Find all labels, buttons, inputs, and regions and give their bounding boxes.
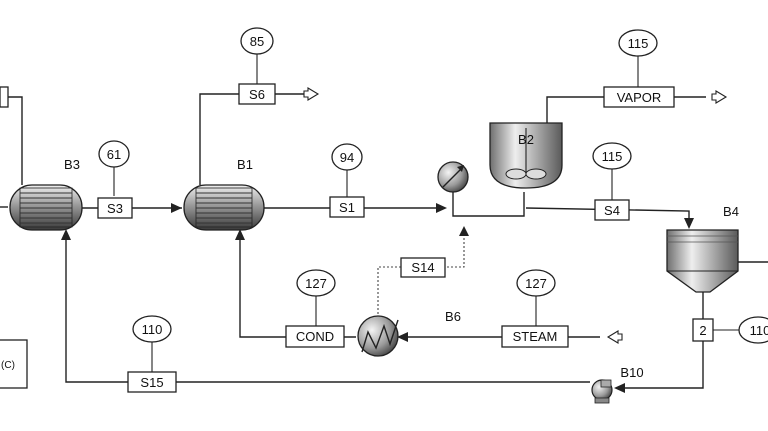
arrow-into-b1 [171, 203, 182, 213]
b4-separator-vessel[interactable] [666, 229, 739, 293]
s6-outlet-arrow [303, 87, 320, 101]
temp-bubble-s4 [592, 142, 632, 170]
arrow-heat-to-heater [459, 226, 469, 236]
steam-inlet-arrow [606, 330, 623, 344]
stream-label-steam: STEAM [513, 329, 558, 344]
stream-line-s15 [65, 234, 590, 383]
temp-bubble-s15 [132, 315, 172, 343]
stream-box-steam[interactable] [501, 325, 569, 348]
stream-line-s6 [199, 93, 308, 185]
inlet-stream-line-left [0, 96, 23, 185]
temp-bubble-s3 [98, 140, 130, 168]
heater-to-b2-line [452, 192, 525, 217]
partial-stream-box-left [0, 86, 9, 108]
feed-heater[interactable] [437, 161, 469, 193]
block-label-b10: B10 [620, 365, 643, 380]
temp-value-s1: 94 [340, 150, 354, 165]
temp-value-split2: 110 [750, 323, 768, 338]
block-label-b3: B3 [64, 157, 80, 172]
stream-label-s1: S1 [339, 200, 355, 215]
arrow-into-b3 [61, 229, 71, 240]
b6-heat-exchanger[interactable] [357, 315, 399, 357]
stream-box-split2[interactable] [692, 318, 714, 342]
temp-bubble-split2 [738, 316, 768, 344]
temp-value-vapor: 115 [628, 36, 649, 51]
b2-reactor-vessel[interactable] [489, 122, 563, 189]
block-label-b4: B4 [723, 204, 739, 219]
stream-box-s14[interactable] [400, 257, 446, 278]
stream-box-vapor[interactable] [603, 86, 675, 108]
arrow-into-b6 [397, 332, 408, 342]
legend-box-label: (C) [1, 360, 15, 371]
stream-box-s4[interactable] [594, 199, 630, 221]
temp-bubble-vapor [618, 29, 658, 57]
stream-box-s6[interactable] [238, 83, 276, 105]
stream-box-s1[interactable] [329, 196, 365, 218]
block-label-b6: B6 [445, 309, 461, 324]
stream-label-cond: COND [296, 329, 334, 344]
stream-box-cond[interactable] [285, 325, 345, 348]
arrow-into-b1-bottom [235, 229, 245, 240]
block-label-b2: B2 [518, 132, 534, 147]
stream-label-s14: S14 [411, 260, 434, 275]
temp-bubble-s6 [240, 27, 274, 55]
block-label-b1: B1 [237, 157, 253, 172]
temp-value-s6: 85 [250, 34, 264, 49]
temp-bubble-s1 [331, 143, 363, 171]
arrow-into-b4 [684, 218, 694, 229]
stream-label-vapor: VAPOR [617, 90, 662, 105]
vapor-outlet-arrow [711, 90, 728, 104]
temp-value-steam: 127 [525, 276, 547, 291]
temp-value-s15: 110 [142, 322, 163, 337]
temp-bubble-cond [296, 269, 336, 297]
stream-label-s6: S6 [249, 87, 265, 102]
b1-heat-exchanger[interactable] [183, 184, 265, 231]
arrow-into-b10 [614, 383, 625, 393]
b10-pump[interactable] [591, 379, 613, 404]
b3-heat-exchanger[interactable] [9, 184, 83, 231]
stream-label-s15: S15 [140, 375, 163, 390]
stream-label-split2: 2 [699, 323, 706, 338]
stream-box-s3[interactable] [97, 197, 133, 219]
arrow-into-heater [436, 203, 447, 213]
temp-value-cond: 127 [305, 276, 327, 291]
stream-box-s15[interactable] [127, 371, 177, 393]
stream-label-s4: S4 [604, 203, 620, 218]
temp-bubble-steam [516, 269, 556, 297]
temp-value-s4: 115 [602, 149, 623, 164]
legend-box [0, 339, 28, 389]
stream-label-s3: S3 [107, 201, 123, 216]
temp-value-s3: 61 [107, 147, 121, 162]
